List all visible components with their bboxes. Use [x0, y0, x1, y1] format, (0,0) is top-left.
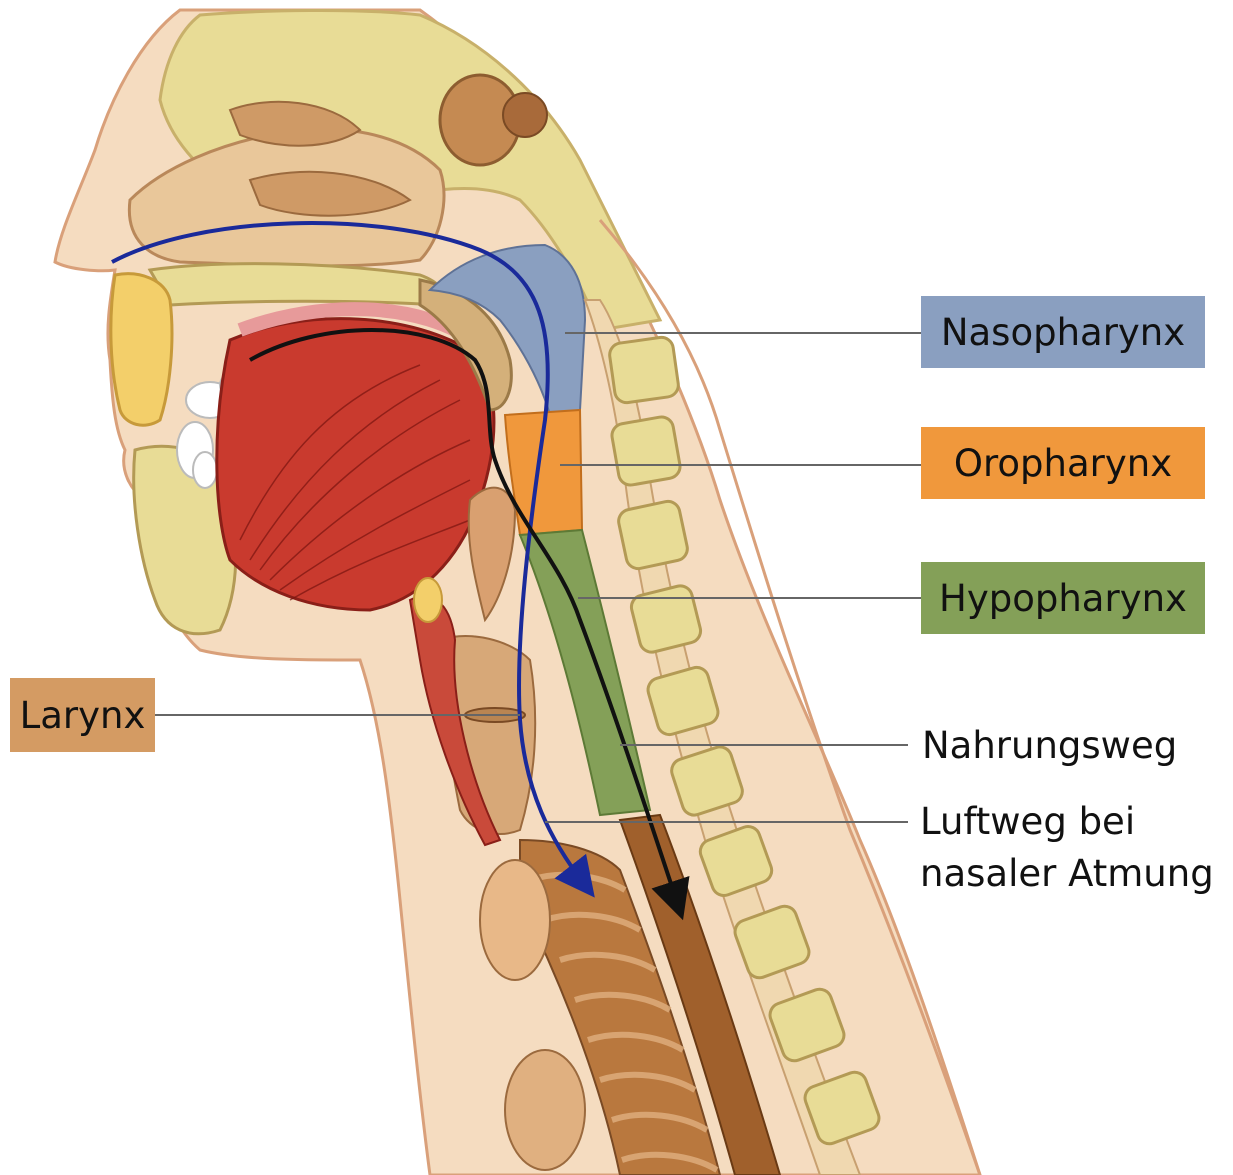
larynx-label: Larynx: [10, 678, 155, 752]
luftweg-label-line2: nasaler Atmung: [920, 848, 1214, 900]
nahrungsweg-label-text: Nahrungsweg: [922, 724, 1177, 767]
pituitary: [503, 93, 547, 137]
luftweg-label-line1: Luftweg bei: [920, 796, 1214, 848]
oropharynx-label-text: Oropharynx: [954, 442, 1172, 485]
oropharynx-label: Oropharynx: [921, 427, 1205, 499]
thyroid-gland: [480, 860, 550, 980]
upper-lip: [111, 274, 172, 425]
hypopharynx-label-text: Hypopharynx: [939, 577, 1187, 620]
nahrungsweg-label: Nahrungsweg: [922, 720, 1177, 772]
sternum-bone: [505, 1050, 585, 1170]
nasopharynx-label-text: Nasopharynx: [941, 311, 1185, 354]
hypopharynx-label: Hypopharynx: [921, 562, 1205, 634]
larynx-label-text: Larynx: [20, 694, 146, 737]
lower-tooth-2: [193, 452, 217, 488]
hyoid-bone: [414, 578, 442, 622]
nasopharynx-label: Nasopharynx: [921, 296, 1205, 368]
luftweg-label: Luftweg bei nasaler Atmung: [920, 796, 1214, 900]
